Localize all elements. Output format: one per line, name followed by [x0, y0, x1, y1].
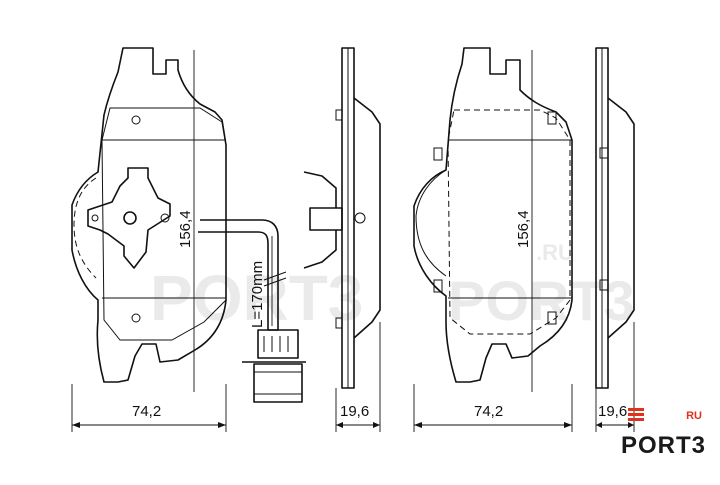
sensor-wire — [200, 219, 279, 331]
rear-pad-right: 156,4 74,2 — [413, 47, 573, 432]
brand-logo: RU PORT3 — [620, 404, 706, 464]
rear-friction-side — [607, 97, 635, 339]
rivet-bottom — [131, 313, 141, 323]
sensor-wire-inner — [198, 231, 269, 330]
rivet-left — [91, 214, 99, 222]
logo-name: PORT3 — [620, 432, 706, 459]
width-dimension-left: 74,2 — [132, 403, 161, 420]
friction-side — [353, 97, 381, 339]
width-dimension-right: 74,2 — [474, 403, 503, 420]
backing-plate-outline — [71, 47, 227, 383]
clip-side — [303, 171, 337, 269]
rear-side-bulge — [415, 169, 447, 277]
height-dimension-left: 156,4 — [177, 210, 194, 248]
watermark-suffix: .RU — [536, 240, 574, 265]
height-dimension-right: 156,4 — [515, 210, 532, 248]
rivet-right — [160, 213, 170, 223]
sensor-length-label: L=170mm — [249, 261, 266, 328]
front-pad-left: 156,4 L=170mm 74,2 — [71, 47, 306, 432]
sensor-connector — [257, 329, 299, 359]
rivet-top — [131, 115, 141, 125]
side-view-right: 19,6 — [595, 47, 635, 432]
thickness-dimension-left: 19,6 — [340, 403, 369, 420]
clip-side-body — [309, 207, 343, 231]
side-bulge-dashed — [73, 177, 97, 279]
watermark: PORT3 PORT3 .RU — [150, 240, 635, 334]
logo-suffix: RU — [686, 410, 702, 422]
clip-center-hole — [123, 211, 137, 225]
connector-body — [253, 363, 303, 403]
watermark-text-right: PORT3 — [448, 269, 635, 332]
side-view-left: 19,6 — [303, 47, 381, 432]
thickness-dimension-right: 19,6 — [598, 403, 627, 420]
spring-clip — [87, 167, 171, 269]
friction-material — [101, 107, 227, 341]
piston-icon — [628, 408, 644, 421]
